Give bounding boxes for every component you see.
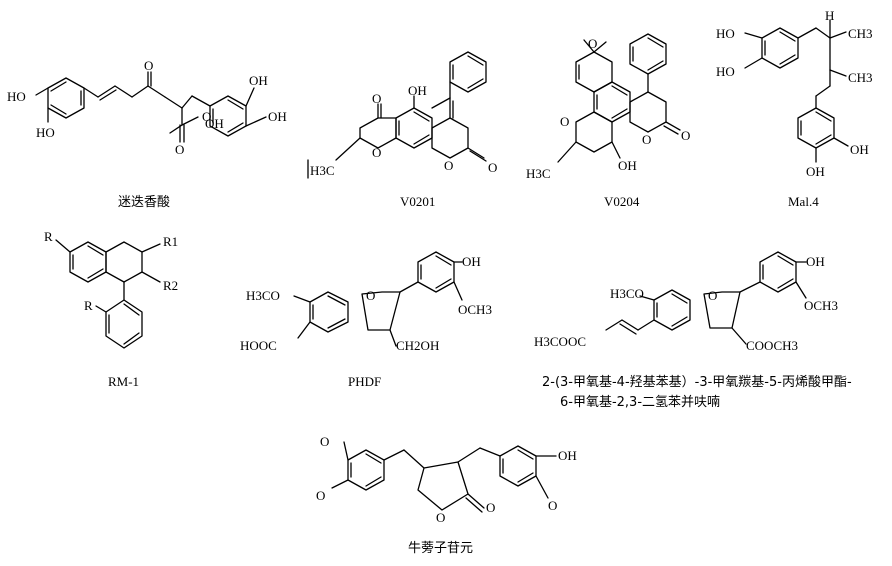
label-oh: OH [249, 73, 268, 88]
label-o: O [588, 36, 597, 51]
benzene-ring [593, 81, 631, 123]
saturated-ring [105, 241, 143, 283]
label-h3co: H3CO [246, 288, 280, 303]
structure-arctigenin: O O O O OH O 牛蒡子苷元 [316, 434, 577, 556]
phenyl-ring [105, 299, 143, 349]
label-h: H [825, 8, 834, 23]
label-ho: HO [36, 125, 55, 140]
structure-v0204: O O O O OH H3C V0204 [526, 33, 690, 209]
structure-v0201: O OH O O O H3C V0201 [307, 51, 497, 209]
aromatic-ring [69, 241, 107, 283]
guaiacol-ring [759, 251, 797, 293]
phenyl-ring [629, 33, 667, 75]
h3c-text: H3C [310, 163, 335, 178]
caption-v0204: V0204 [604, 194, 640, 209]
label-oh: OH [618, 158, 637, 173]
label-oh: OH [806, 254, 825, 269]
structure-mal4: HO HO H CH3 CH3 OH OH Mal.4 [716, 8, 873, 209]
label-h3c: H3C [310, 163, 335, 178]
label-cooch3: COOCH3 [746, 338, 798, 353]
label-r1: R1 [163, 234, 178, 249]
label-ho: HO [716, 26, 735, 41]
label-hooc: HOOC [240, 338, 277, 353]
label-o: O [144, 58, 153, 73]
caption-v0201: V0201 [400, 194, 435, 209]
dimethylchromene-ring [575, 51, 613, 93]
caption-rosmarinic-acid: 迷迭香酸 [118, 195, 170, 210]
pyranone-ring [431, 117, 469, 159]
label-o: O [320, 434, 329, 449]
label-o: O [175, 142, 184, 157]
benzene-ring [653, 289, 691, 331]
label-o: O [486, 500, 495, 515]
label-oh: OH [205, 116, 224, 131]
label-oh: OH [850, 142, 869, 157]
label-h3c: H3C [526, 166, 551, 181]
label-o: O [444, 158, 453, 173]
label-r: R [44, 229, 53, 244]
label-oh: OH [408, 83, 427, 98]
label-och3: OCH3 [804, 298, 838, 313]
dihydrofuran-ring [703, 291, 741, 329]
lactone-ring [417, 461, 469, 511]
label-h3cooc: H3COOC [534, 334, 586, 349]
label-o: O [436, 510, 445, 525]
label-ho: HO [716, 64, 735, 79]
dihydrofuran-ring [361, 291, 401, 331]
caption-arctigenin: 牛蒡子苷元 [408, 541, 473, 556]
structure-rosmarinic-acid: HO HO O O OH O OH OH 迷迭香酸 [7, 58, 287, 210]
label-r2: R2 [163, 278, 178, 293]
label-ho: HO [7, 89, 26, 104]
caption-mal4: Mal.4 [788, 194, 819, 209]
label-r: R [84, 298, 93, 313]
benzene-ring [395, 107, 433, 149]
label-h3co: H3CO [610, 286, 644, 301]
catechol-ring-bottom [797, 107, 835, 149]
guaiacol-ring [499, 445, 537, 487]
label-oh: OH [558, 448, 577, 463]
structure-phdf: OH OCH3 O H3CO HOOC CH2OH PHDF [240, 251, 492, 389]
structure-rm1: R R1 R2 R RM-1 [44, 229, 178, 389]
label-o: O [372, 91, 381, 106]
dimethoxyphenyl-ring [347, 449, 385, 491]
label-o: O [681, 128, 690, 143]
benzene-ring [309, 291, 349, 333]
label-o: O [366, 288, 375, 303]
label-o: O [642, 132, 651, 147]
label-och3: OCH3 [458, 302, 492, 317]
label-ch2oh: CH2OH [396, 338, 439, 353]
label-o: O [372, 145, 381, 160]
catechol-ring-top [761, 27, 799, 69]
pyranol-ring [575, 111, 613, 153]
label-ch3: CH3 [848, 26, 873, 41]
label-oh: OH [462, 254, 481, 269]
caption-phdf: PHDF [348, 374, 381, 389]
label-o: O [202, 109, 211, 124]
label-oh: OH [806, 164, 825, 179]
caption-rm1: RM-1 [108, 374, 139, 389]
label-o: O [548, 498, 557, 513]
label-o: O [560, 114, 569, 129]
label-o: O [316, 488, 325, 503]
label-ch3: CH3 [848, 70, 873, 85]
phenyl-ring [449, 51, 487, 93]
benzene-ring-left [47, 77, 85, 119]
guaiacol-ring [417, 251, 455, 293]
label-o: O [488, 160, 497, 175]
label-o: O [708, 288, 717, 303]
chromanone-ring [359, 117, 397, 149]
structure-dihydrobenzofuran: OH OCH3 O H3CO H3COOC COOCH3 2-(3-甲氧基-4-… [534, 251, 852, 410]
label-oh: OH [268, 109, 287, 124]
pyranone-ring [629, 91, 667, 133]
caption-dihydrobenzofuran-line2: 6-甲氧基-2,3-二氢苯并呋喃 [560, 395, 720, 410]
caption-dihydrobenzofuran-line1: 2-(3-甲氧基-4-羟基苯基）-3-甲氧羰基-5-丙烯酸甲酯- [542, 375, 852, 390]
